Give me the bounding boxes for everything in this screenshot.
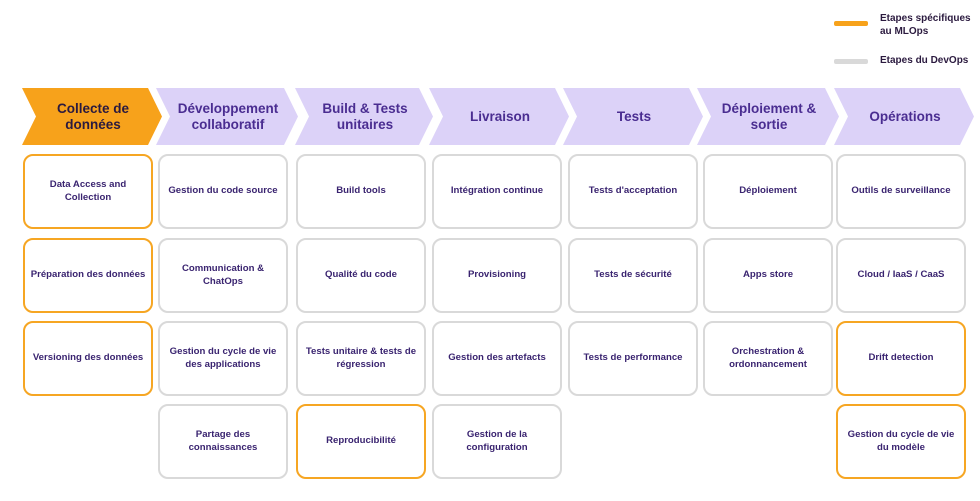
tool-card: Qualité du code (296, 238, 426, 313)
legend-swatch-devops (834, 59, 868, 64)
tool-card: Communication & ChatOps (158, 238, 288, 313)
tool-card: Préparation des données (23, 238, 153, 313)
stage-label: Livraison (469, 108, 531, 124)
tool-card: Orchestration & ordonnancement (703, 321, 833, 396)
legend-item-devops: Etapes du DevOps (834, 54, 980, 67)
tool-card: Cloud / IaaS / CaaS (836, 238, 966, 313)
stage-4: Livraison (429, 88, 569, 145)
tool-card: Tests de sécurité (568, 238, 698, 313)
tool-card: Drift detection (836, 321, 966, 396)
legend-item-mlops: Etapes spécifiques au MLOps (834, 12, 980, 38)
stage-6: Déploiement & sortie (697, 88, 839, 145)
tool-card: Gestion du code source (158, 154, 288, 229)
tool-card: Partage des connaissances (158, 404, 288, 479)
tool-card: Versioning des données (23, 321, 153, 396)
tool-card: Gestion des artefacts (432, 321, 562, 396)
tool-card: Gestion de la configuration (432, 404, 562, 479)
stage-chevrons: Collecte de données Développement collabo… (0, 0, 980, 150)
tool-card: Gestion du cycle de vie du modèle (836, 404, 966, 479)
stage-label: Développement collaboratif (177, 100, 279, 132)
stage-1: Collecte de données (22, 88, 162, 145)
tool-card: Data Access and Collection (23, 154, 153, 229)
tool-card: Tests unitaire & tests de régression (296, 321, 426, 396)
tool-card: Apps store (703, 238, 833, 313)
stage-2: Développement collaboratif (156, 88, 298, 145)
tool-card: Gestion du cycle de vie des applications (158, 321, 288, 396)
tool-card: Reproducibilité (296, 404, 426, 479)
stage-label: Déploiement & sortie (721, 100, 817, 132)
legend-label-mlops: Etapes spécifiques au MLOps (880, 13, 971, 37)
tool-card: Provisioning (432, 238, 562, 313)
tool-card: Build tools (296, 154, 426, 229)
legend-label-devops: Etapes du DevOps (880, 55, 969, 66)
stage-label: Collecte de données (56, 100, 130, 132)
stage-label: Opérations (869, 108, 941, 124)
legend-swatch-mlops (834, 21, 868, 26)
tool-card: Tests de performance (568, 321, 698, 396)
stage-5: Tests (563, 88, 703, 145)
tool-card: Déploiement (703, 154, 833, 229)
tool-card: Outils de surveillance (836, 154, 966, 229)
tool-card: Intégration continue (432, 154, 562, 229)
tool-card: Tests d'acceptation (568, 154, 698, 229)
stage-3: Build & Tests unitaires (295, 88, 433, 145)
stage-label: Build & Tests unitaires (322, 100, 408, 132)
stage-7: Opérations (834, 88, 974, 145)
stage-label: Tests (616, 108, 652, 124)
